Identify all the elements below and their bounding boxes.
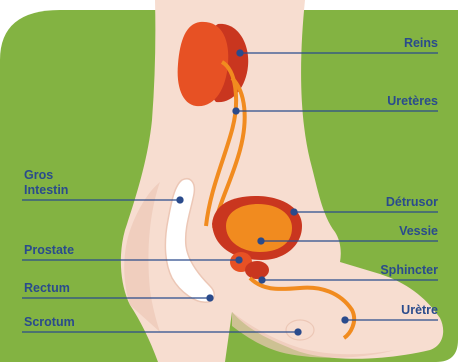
- dot-prostate: [236, 257, 242, 263]
- dot-scrotum: [295, 329, 301, 335]
- label-detrusor: Détrusor: [386, 195, 438, 209]
- dot-rectum: [207, 295, 213, 301]
- label-sphincter: Sphincter: [380, 263, 438, 277]
- label-urethre: Urètre: [401, 303, 438, 317]
- label-scrotum: Scrotum: [24, 315, 75, 329]
- label-rectum: Rectum: [24, 281, 70, 295]
- dot-detrusor: [291, 209, 297, 215]
- dot-ureteres: [233, 108, 239, 114]
- dot-sphincter: [259, 277, 265, 283]
- dot-reins: [237, 50, 243, 56]
- label-reins: Reins: [404, 36, 438, 50]
- label-gros-intestin-line2: Intestin: [24, 183, 68, 197]
- sphincter: [245, 261, 269, 279]
- label-ureteres: Uretères: [387, 94, 438, 108]
- dot-vessie: [258, 238, 264, 244]
- label-vessie: Vessie: [399, 224, 438, 238]
- dot-gros-intestin: [177, 197, 183, 203]
- label-prostate: Prostate: [24, 243, 74, 257]
- dot-urethre: [342, 317, 348, 323]
- label-gros-intestin-line1: Gros: [24, 168, 53, 182]
